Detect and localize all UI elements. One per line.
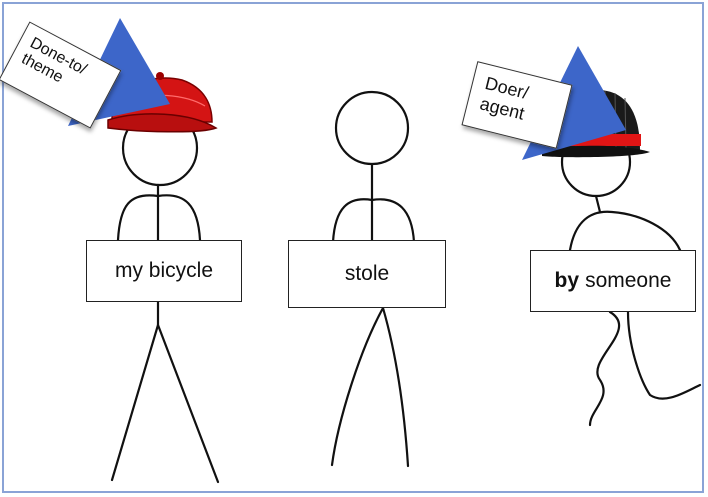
- figure-agent-legs: [590, 312, 700, 425]
- sign-theme-text: my bicycle: [115, 259, 213, 283]
- figure-verb-legs: [332, 308, 408, 466]
- figure-verb-arms: [333, 199, 414, 242]
- sign-theme: my bicycle: [86, 240, 242, 302]
- figure-agent-neck: [596, 196, 600, 212]
- sign-verb: stole: [288, 240, 446, 308]
- figure-verb-head: [336, 92, 408, 164]
- sign-agent: by someone: [530, 250, 696, 312]
- sign-verb-text: stole: [345, 262, 389, 286]
- sign-agent-bold: by: [555, 269, 580, 293]
- sign-agent-text: someone: [585, 269, 671, 293]
- figure-theme-legs: [112, 325, 218, 482]
- figure-agent-arms: [570, 212, 680, 250]
